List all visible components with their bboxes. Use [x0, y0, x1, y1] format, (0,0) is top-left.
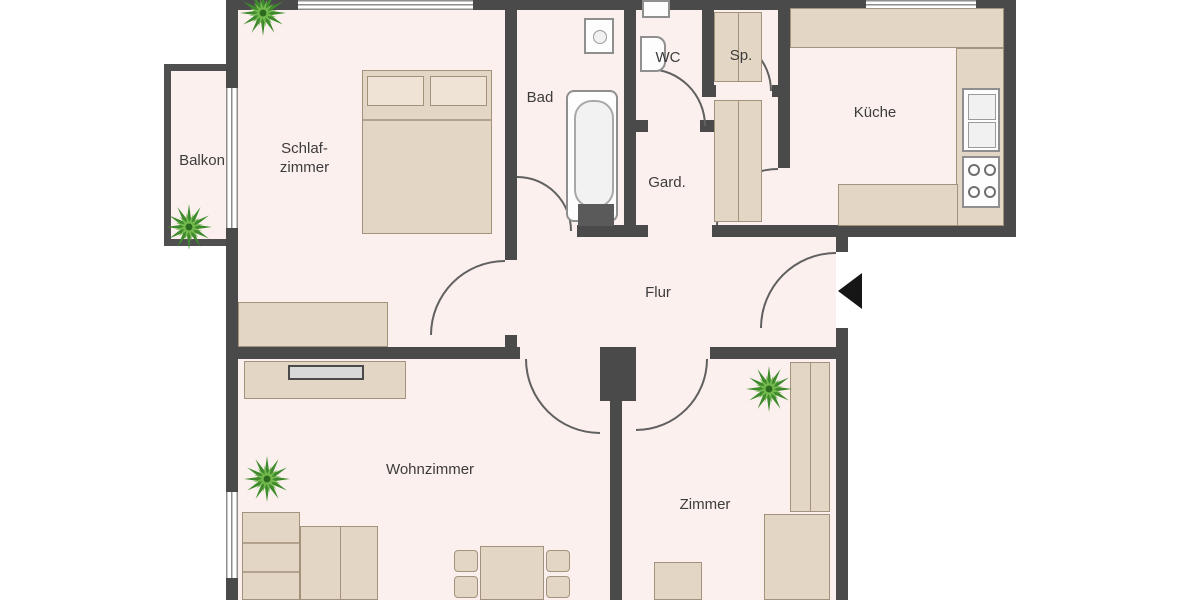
wall-wc-south-a — [636, 120, 648, 132]
room-label-kueche: Küche — [853, 104, 897, 121]
sideboard-schlafzimmer — [238, 302, 388, 347]
room-label-gard: Gard. — [648, 174, 686, 191]
balcony-outline — [164, 64, 238, 246]
wall-flur-top-b — [577, 225, 648, 237]
kitchen-sink — [962, 88, 1000, 152]
room-label-zimmer: Zimmer — [679, 496, 731, 513]
pantry-shelf — [714, 12, 762, 82]
window-kueche — [866, 0, 976, 10]
window-balcony — [226, 88, 238, 228]
shelf-line — [738, 101, 739, 221]
stove — [962, 156, 1000, 208]
cushion-line — [243, 542, 299, 544]
room-label-wc: WC — [655, 49, 681, 66]
kitchen-counter-bottom — [838, 184, 958, 226]
entrance-arrow-icon — [838, 273, 862, 309]
bath-step — [578, 204, 614, 226]
plant-icon — [746, 366, 792, 412]
room-label-balkon: Balkon — [179, 152, 225, 169]
burner-icon — [968, 164, 980, 176]
chair — [546, 576, 570, 598]
wall-zimmer-top — [710, 347, 848, 359]
wall-sp-south-a — [702, 85, 716, 97]
chair — [454, 550, 478, 572]
bed-blanket-line — [363, 119, 491, 121]
room-label-schlafzimmer: Schlaf- zimmer — [279, 140, 330, 176]
washbasin-bowl — [593, 30, 607, 44]
window-wc — [642, 0, 670, 18]
chair — [546, 550, 570, 572]
wall-wc-sp — [702, 0, 714, 97]
cushion-line — [243, 571, 299, 573]
window-wohnzimmer — [226, 492, 238, 578]
cushion-line — [340, 527, 341, 599]
sofa-corner-vertical — [242, 512, 300, 600]
room-label-flur: Flur — [645, 284, 671, 301]
kitchen-counter-top — [790, 8, 1004, 48]
wall-right-entry-top — [836, 237, 848, 252]
sink-basin — [968, 122, 996, 148]
wall-wohnzimmer-top-a — [226, 347, 520, 359]
side-table — [654, 562, 702, 600]
wall-top-outer — [226, 0, 1016, 10]
toilet — [640, 36, 666, 72]
wall-right-kitchen — [1004, 0, 1016, 237]
wall-schlafzimmer-bad — [505, 0, 517, 260]
sink-basin — [968, 94, 996, 120]
bathtub — [566, 90, 618, 222]
pillow — [430, 76, 487, 106]
bathtub-basin — [574, 100, 614, 208]
wall-wohnzimmer-zimmer — [610, 401, 622, 600]
shelf-line — [738, 13, 739, 81]
sofa-corner-horizontal — [300, 526, 378, 600]
dining-table — [480, 546, 544, 600]
shelf-line — [810, 363, 811, 511]
burner-icon — [984, 164, 996, 176]
room-label-bad: Bad — [526, 89, 554, 106]
wall-bad-wc — [624, 0, 636, 237]
wall-flur-top-a — [505, 225, 517, 237]
bed-zimmer — [764, 514, 830, 600]
wall-kitchen-bottom — [778, 225, 1016, 237]
plant-icon — [244, 456, 290, 502]
wall-right-lower — [836, 328, 848, 600]
wall-flur-top-c — [712, 225, 778, 237]
plant-icon — [166, 204, 212, 250]
wall-divider-stub — [600, 347, 636, 401]
wardrobe-gard — [714, 100, 762, 222]
wall-kitchen-left — [778, 0, 790, 168]
room-label-wohnzimmer: Wohnzimmer — [385, 461, 475, 478]
wardrobe-zimmer — [790, 362, 830, 512]
chair — [454, 576, 478, 598]
tv — [288, 365, 364, 380]
burner-icon — [984, 186, 996, 198]
pillow — [367, 76, 424, 106]
burner-icon — [968, 186, 980, 198]
room-label-sp: Sp. — [729, 47, 753, 64]
window-schlafzimmer — [298, 0, 473, 10]
washbasin — [584, 18, 614, 54]
plant-icon — [240, 0, 286, 36]
